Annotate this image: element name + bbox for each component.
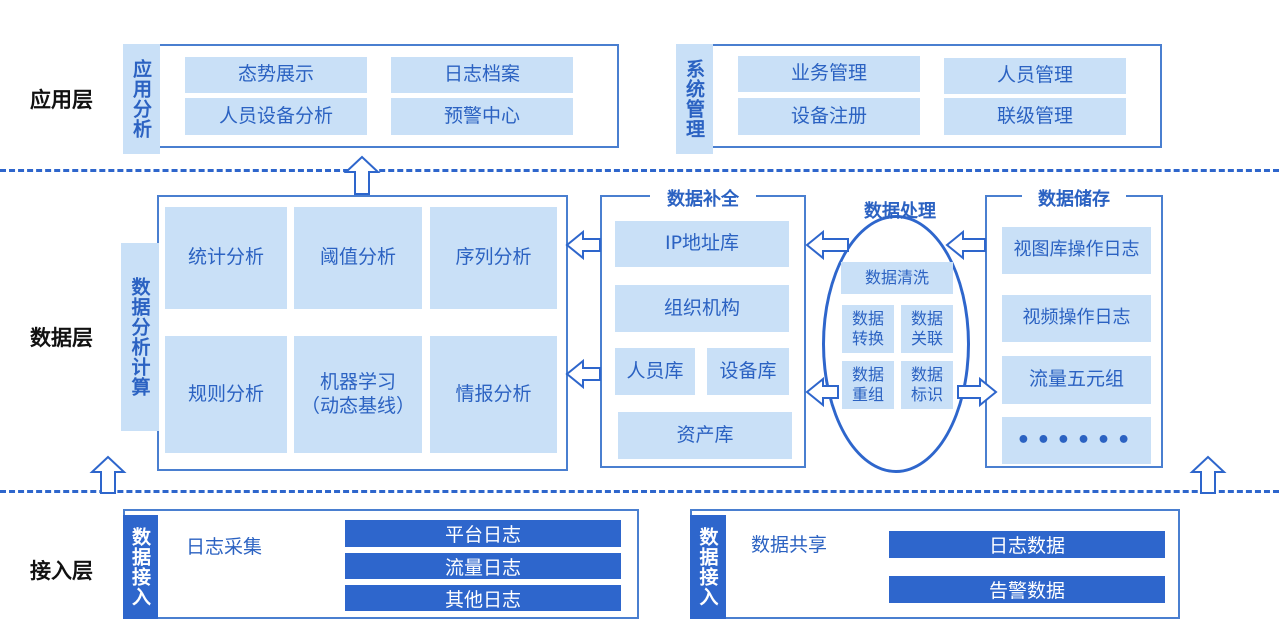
processing-associate: 数据关联 — [901, 305, 953, 353]
completion-asset-lib: 资产库 — [618, 412, 792, 459]
app-item-person-device: 人员设备分析 — [185, 98, 367, 135]
analysis-threshold: 阈值分析 — [294, 207, 422, 309]
completion-device-lib: 设备库 — [707, 348, 789, 395]
data-storage-title: 数据储存 — [1022, 185, 1126, 210]
arrow-left-lower-icon — [565, 358, 601, 390]
arrow-up-left-icon — [89, 455, 127, 494]
completion-person-lib: 人员库 — [615, 348, 695, 395]
arrow-storage-to-proc-icon — [945, 229, 986, 261]
system-mgmt-tab: 系统管理 — [676, 44, 713, 154]
arrow-proc-to-completion-lower-icon — [805, 376, 839, 408]
arrow-proc-to-storage-icon — [957, 376, 998, 408]
arrow-up-right-icon — [1189, 455, 1227, 494]
separator-top — [0, 169, 1279, 172]
app-analysis-tab: 应用分析 — [123, 44, 160, 154]
analysis-rule: 规则分析 — [165, 336, 287, 453]
data-analysis-tab: 数据分析计算 — [121, 243, 159, 431]
analysis-machine-learning: 机器学习 （动态基线） — [294, 336, 422, 453]
completion-org: 组织机构 — [615, 285, 789, 332]
log-collection-label: 日志采集 — [186, 536, 263, 558]
log-flow: 流量日志 — [345, 553, 621, 579]
sys-item-cascade: 联级管理 — [944, 98, 1126, 135]
storage-more: •••••• — [1002, 417, 1151, 464]
app-item-situation: 态势展示 — [185, 57, 367, 93]
data-sharing-tab: 数据接入 — [690, 515, 726, 619]
layer-label-access: 接入层 — [30, 559, 93, 583]
storage-flow-tuple: 流量五元组 — [1002, 356, 1151, 404]
share-log-data: 日志数据 — [889, 531, 1165, 558]
arrow-left-upper-icon — [565, 229, 601, 261]
app-item-alert-center: 预警中心 — [391, 98, 573, 135]
analysis-intelligence: 情报分析 — [430, 336, 557, 453]
log-collection-tab: 数据接入 — [123, 515, 158, 619]
storage-video-log: 视频操作日志 — [1002, 295, 1151, 342]
data-completion-title: 数据补全 — [650, 185, 756, 210]
storage-view-lib-log: 视图库操作日志 — [1002, 227, 1151, 274]
log-platform: 平台日志 — [345, 520, 621, 547]
completion-ip-lib: IP地址库 — [615, 221, 789, 267]
sys-item-device-register: 设备注册 — [738, 98, 920, 135]
sys-item-business: 业务管理 — [738, 56, 920, 92]
share-alert-data: 告警数据 — [889, 576, 1165, 603]
separator-bottom — [0, 490, 1279, 493]
processing-cleaning: 数据清洗 — [841, 262, 953, 294]
arrow-proc-to-completion-upper-icon — [805, 229, 849, 261]
analysis-statistics: 统计分析 — [165, 207, 287, 309]
data-processing-ellipse — [822, 215, 970, 473]
data-processing-title: 数据处理 — [864, 201, 936, 222]
arrow-up-to-app-icon — [343, 155, 381, 195]
processing-tag: 数据标识 — [901, 361, 953, 409]
layer-label-data: 数据层 — [30, 326, 93, 350]
data-sharing-label: 数据共享 — [751, 534, 828, 556]
analysis-sequence: 序列分析 — [430, 207, 557, 309]
processing-transform: 数据转换 — [842, 305, 894, 353]
log-other: 其他日志 — [345, 585, 621, 611]
app-item-log-archive: 日志档案 — [391, 57, 573, 93]
sys-item-personnel: 人员管理 — [944, 58, 1126, 94]
layer-label-app: 应用层 — [30, 88, 93, 112]
processing-restructure: 数据重组 — [842, 361, 894, 409]
